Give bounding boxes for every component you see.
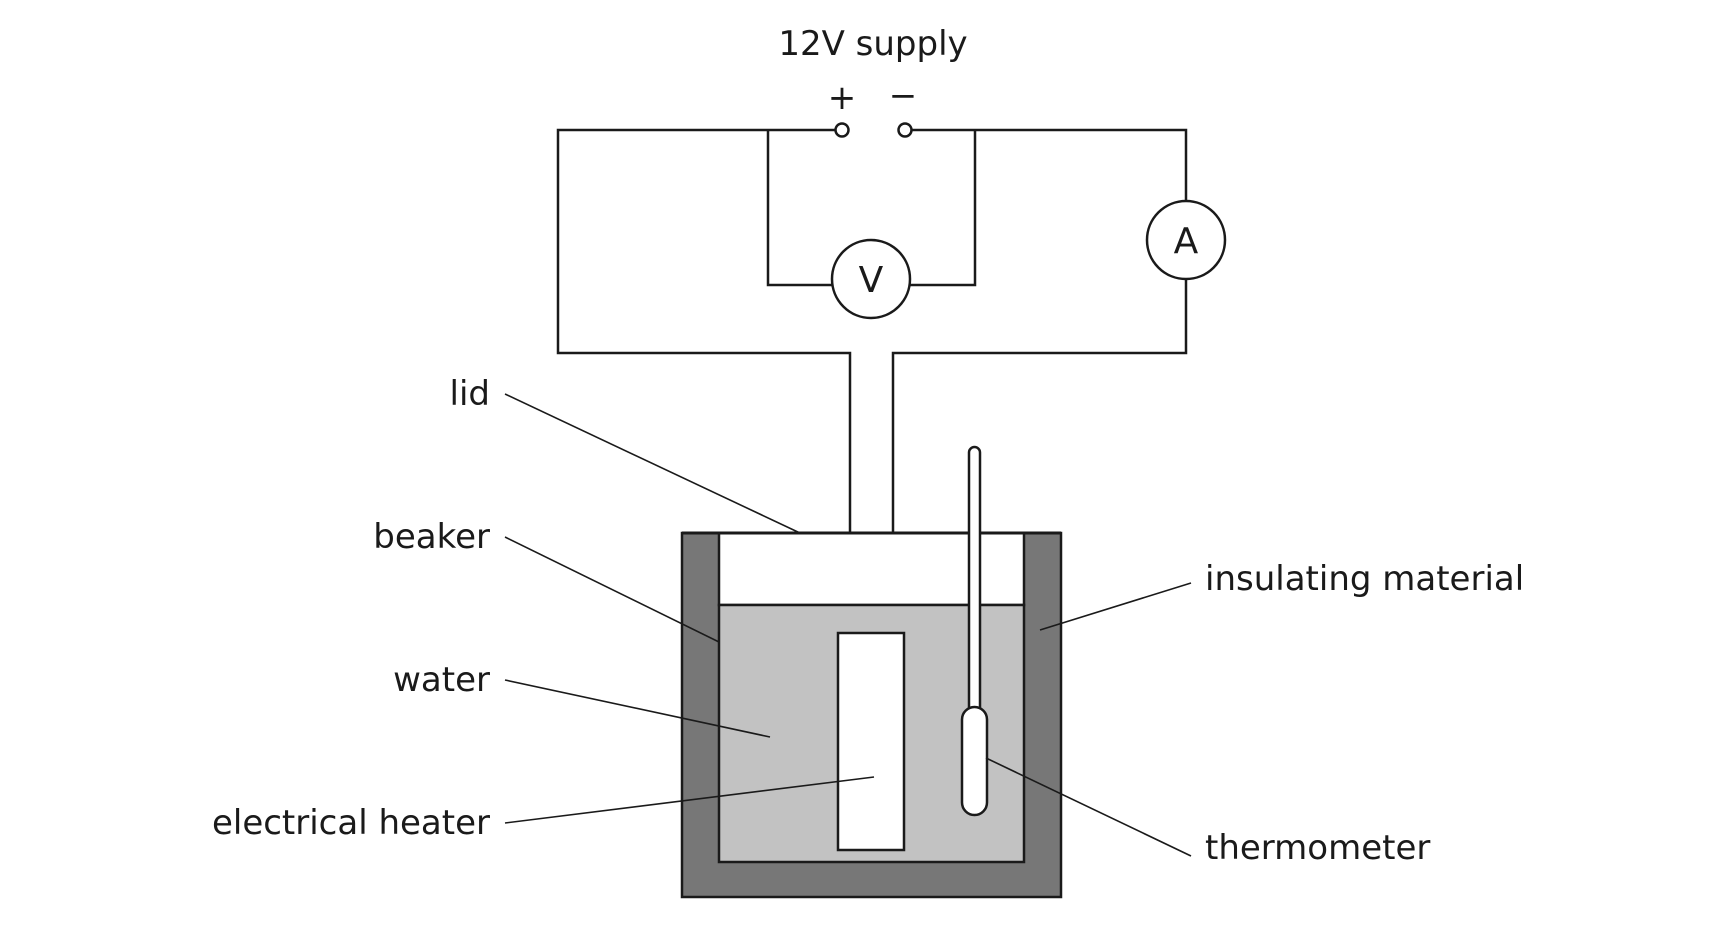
supply-label: 12V supply [778, 24, 967, 64]
water-label: water [393, 660, 490, 700]
water-leader-line [504, 679, 771, 738]
wire-positive-to-heater [556, 128, 852, 633]
wire-negative-through-ammeter [891, 128, 1188, 633]
lid-leader-line [504, 393, 801, 534]
beaker-label: beaker [373, 517, 490, 557]
insulation-leader-line [1039, 582, 1192, 631]
beaker-leader-line [504, 536, 720, 643]
insulation-label: insulating material [1205, 559, 1524, 599]
thermometer-label: thermometer [1205, 828, 1430, 868]
ammeter-symbol: A [1174, 221, 1199, 262]
electrical-heater [836, 631, 906, 852]
wire-voltmeter-parallel [766, 130, 977, 287]
heater-label: electrical heater [212, 803, 490, 843]
negative-terminal [897, 122, 913, 138]
supply-plus-sign: + [828, 78, 857, 118]
positive-terminal [834, 122, 850, 138]
supply-minus-sign: − [889, 76, 918, 116]
voltmeter-symbol: V [859, 260, 884, 301]
thermometer-stem [967, 445, 982, 719]
lid-label: lid [450, 374, 490, 414]
heater-leader-line [504, 776, 875, 824]
thermometer-bulb [960, 705, 989, 817]
thermometer-leader-line [985, 757, 1192, 857]
ammeter [1145, 199, 1227, 281]
voltmeter [830, 238, 912, 320]
